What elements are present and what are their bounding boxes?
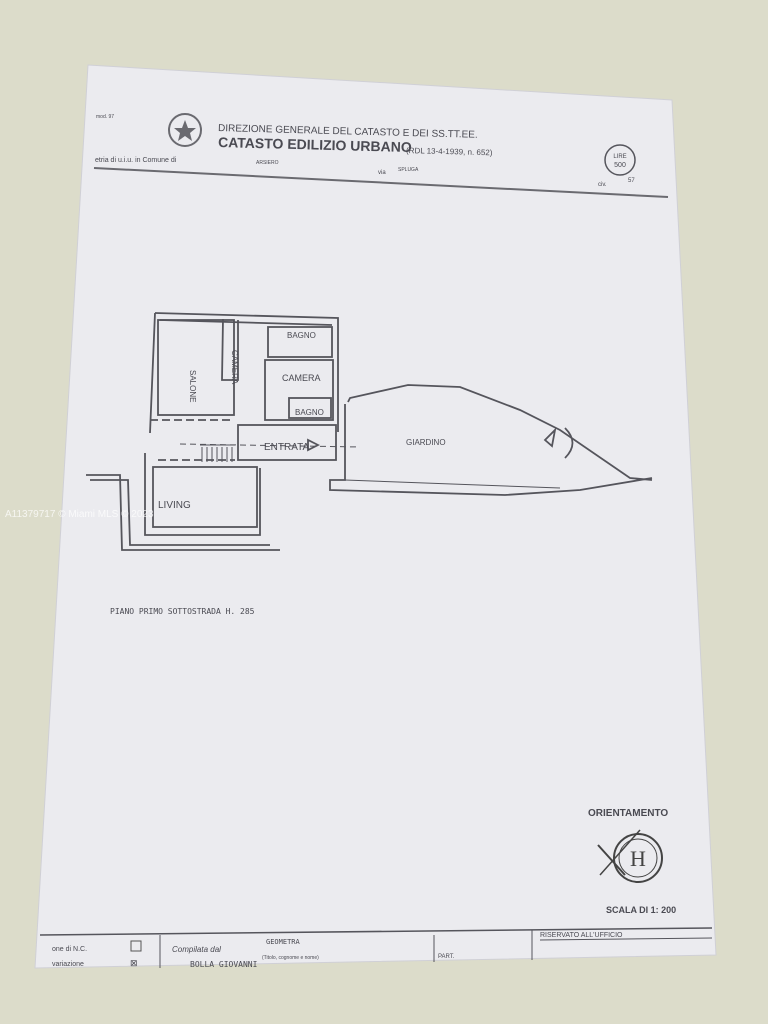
subject-label: etria di u.i.u. in Comune di [95, 157, 177, 164]
variation-checkbox-icon: ⊠ [130, 958, 138, 968]
paper-sheet [35, 65, 716, 968]
mls-watermark: A11379717 © Miami MLS © 2023 [5, 509, 154, 520]
name-hint: (Titolo, cognome e nome) [262, 955, 319, 961]
svg-text:H: H [630, 846, 646, 871]
floor-label: PIANO PRIMO SOTTOSTRADA H. 285 [110, 607, 255, 616]
floor-plan [86, 312, 653, 551]
via-label: via [378, 170, 386, 176]
room-label-bagno: BAGNO [287, 331, 316, 340]
room-label-bagno-2: BAGNO [295, 408, 324, 417]
part-label: PART. [438, 954, 455, 960]
emblem-icon [168, 113, 202, 147]
compiled-title: GEOMETRA [266, 938, 301, 946]
via-value: SPLUGA [398, 167, 419, 173]
north-arrow-icon: H [597, 829, 663, 883]
svg-text:LIRE: LIRE [613, 154, 626, 160]
form-code: mod. 97 [96, 114, 114, 120]
nc-checkbox [130, 940, 142, 952]
orientation-label: ORIENTAMENTO [588, 808, 668, 819]
revenue-stamp: LIRE 500 [604, 144, 636, 176]
room-label-giardino: GIARDINO [406, 438, 446, 447]
svg-text:500: 500 [614, 162, 626, 169]
civ-value: 57 [628, 178, 635, 184]
room-label-living: LIVING [158, 500, 191, 511]
scale-label: SCALA DI 1: 200 [606, 905, 676, 915]
footer-nc-label: one di N.C. [52, 946, 87, 953]
room-label-entrata: ENTRATA [264, 442, 310, 453]
room-label-camera-small: CAMERA [230, 350, 239, 385]
reserved-label: RISERVATO ALL'UFFICIO [540, 932, 623, 939]
header-rule [93, 167, 669, 198]
law-reference: (RDL 13-4-1939, n. 652) [406, 146, 493, 157]
compiled-label: Compilata dal [172, 945, 221, 954]
room-label-camera: CAMERA [282, 373, 321, 383]
surveyor-name: BOLLA GIOVANNI [190, 960, 258, 969]
room-label-salone: SALONE [188, 370, 197, 402]
document-title: CATASTO EDILIZIO URBANO [218, 134, 412, 155]
comune-value: ARSIERO [256, 160, 279, 166]
footer-variation-label: variazione [52, 961, 84, 968]
civ-label: civ. [598, 182, 607, 188]
